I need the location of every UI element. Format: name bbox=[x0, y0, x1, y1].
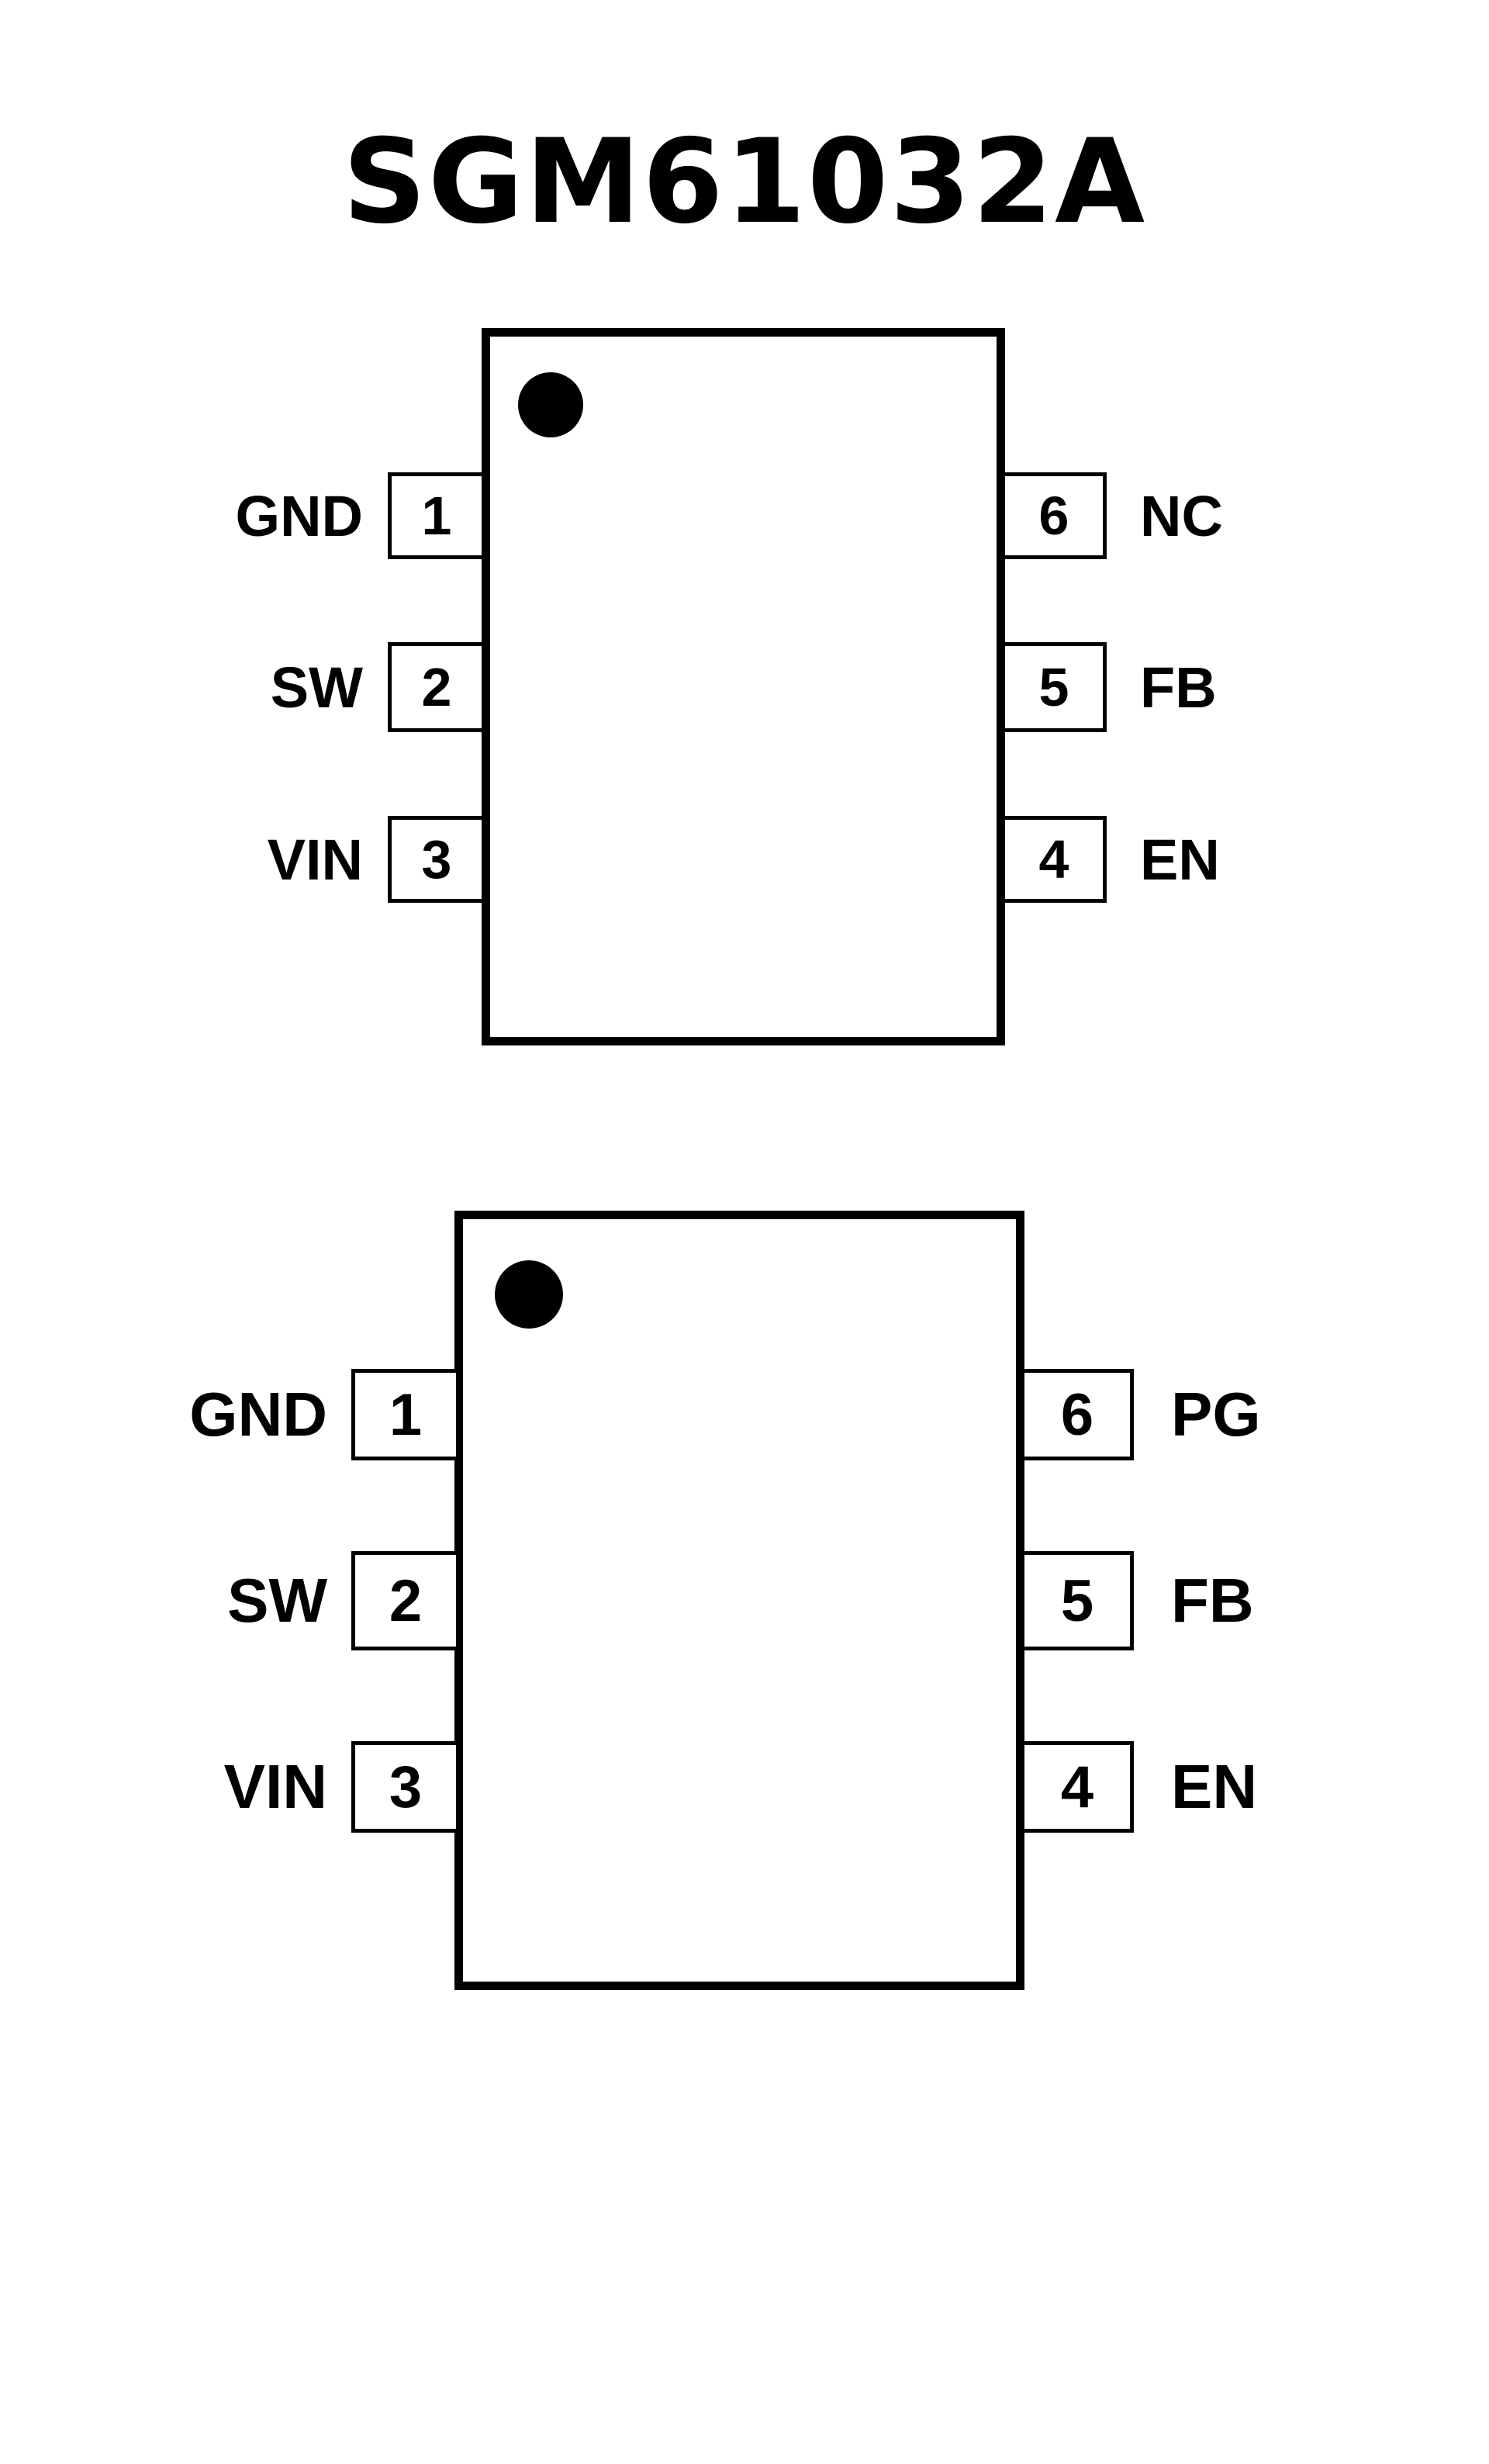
pin-label-6: NC bbox=[1140, 483, 1223, 548]
pin-label-6: PG bbox=[1171, 1380, 1261, 1449]
pin-label-3: VIN bbox=[267, 827, 363, 892]
pin-label-3: VIN bbox=[223, 1752, 327, 1821]
part-number-title: SGM61032A bbox=[342, 115, 1147, 250]
chip-body bbox=[454, 1211, 1024, 1990]
pin-box-1: 1 bbox=[388, 472, 485, 559]
pin-label-1: GND bbox=[189, 1380, 327, 1449]
pin-number: 4 bbox=[1060, 1754, 1094, 1820]
pin1-indicator-dot bbox=[518, 372, 583, 437]
pin-box-4: 4 bbox=[1001, 816, 1107, 903]
pin-box-6: 6 bbox=[1021, 1369, 1134, 1460]
pin-number: 1 bbox=[389, 1381, 423, 1448]
pin-number: 3 bbox=[389, 1754, 423, 1820]
pin-box-3: 3 bbox=[351, 1741, 460, 1833]
pin-label-4: EN bbox=[1171, 1752, 1258, 1821]
pin-number: 3 bbox=[421, 829, 452, 890]
pin-box-4: 4 bbox=[1021, 1741, 1134, 1833]
pin-number: 5 bbox=[1038, 657, 1069, 717]
pin-label-2: SW bbox=[227, 1566, 327, 1635]
pin-number: 2 bbox=[421, 657, 452, 717]
pin-box-1: 1 bbox=[351, 1369, 460, 1460]
pin-number: 6 bbox=[1060, 1381, 1094, 1448]
pin-box-2: 2 bbox=[388, 642, 485, 732]
pin-label-1: GND bbox=[235, 483, 363, 548]
pin-label-4: EN bbox=[1140, 827, 1220, 892]
pin-number: 1 bbox=[421, 486, 452, 546]
chip-body bbox=[482, 328, 1005, 1045]
pin-number: 6 bbox=[1038, 486, 1069, 546]
pin-label-5: FB bbox=[1140, 655, 1217, 720]
pin-number: 4 bbox=[1038, 829, 1069, 890]
pin-number: 2 bbox=[389, 1567, 423, 1634]
pin-box-6: 6 bbox=[1001, 472, 1107, 559]
pin-label-2: SW bbox=[270, 655, 363, 720]
pin-number: 5 bbox=[1060, 1567, 1094, 1634]
pin-box-5: 5 bbox=[1001, 642, 1107, 732]
pin1-indicator-dot bbox=[495, 1260, 563, 1329]
pin-box-5: 5 bbox=[1021, 1551, 1134, 1650]
pin-label-5: FB bbox=[1171, 1566, 1254, 1635]
pin-box-3: 3 bbox=[388, 816, 485, 903]
pin-box-2: 2 bbox=[351, 1551, 460, 1650]
